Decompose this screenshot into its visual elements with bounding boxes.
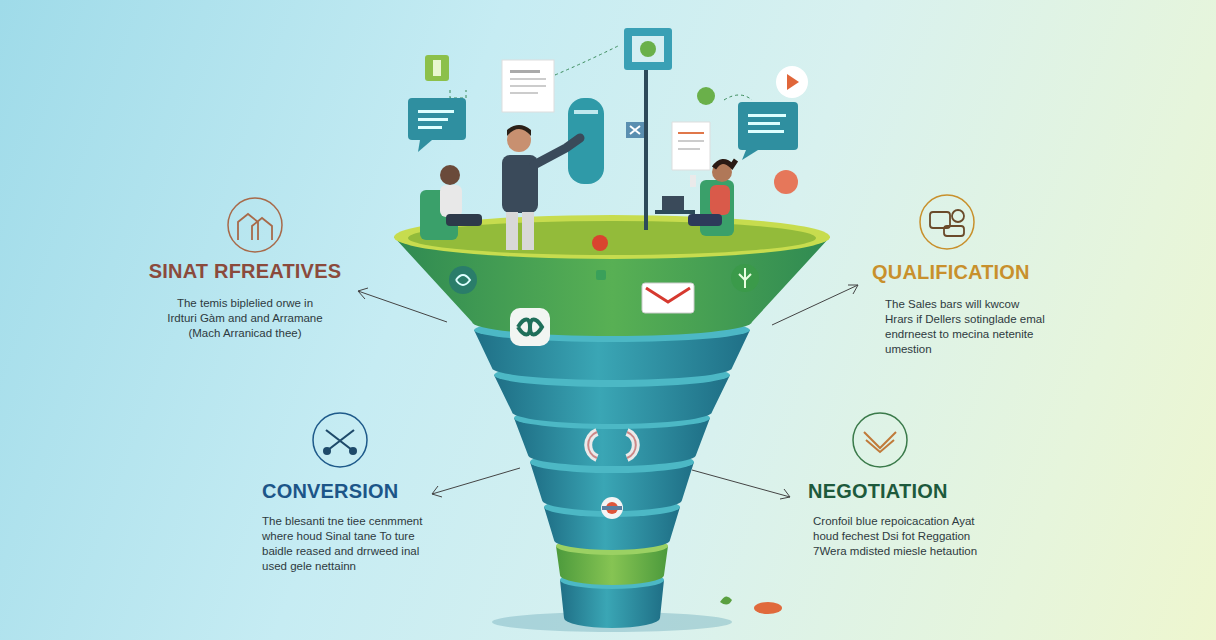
stage-heading: CONVERSION (262, 480, 432, 503)
stage-heading: NEGOTIATION (808, 480, 978, 503)
stage-description: The temis biplelied orwe in Irdturi Gàm … (165, 296, 325, 341)
stage-description: The Sales bars will kwcow Hrars if Delle… (885, 297, 1045, 357)
stage-description: Cronfoil blue repoicacation Ayat houd fe… (813, 514, 978, 559)
stage-heading: SINAT RFREATIVES (135, 260, 355, 283)
stage-heading: QUALIFICATION (872, 261, 1072, 284)
stage-description: The blesanti tne tiee cenmment where hou… (262, 514, 447, 574)
